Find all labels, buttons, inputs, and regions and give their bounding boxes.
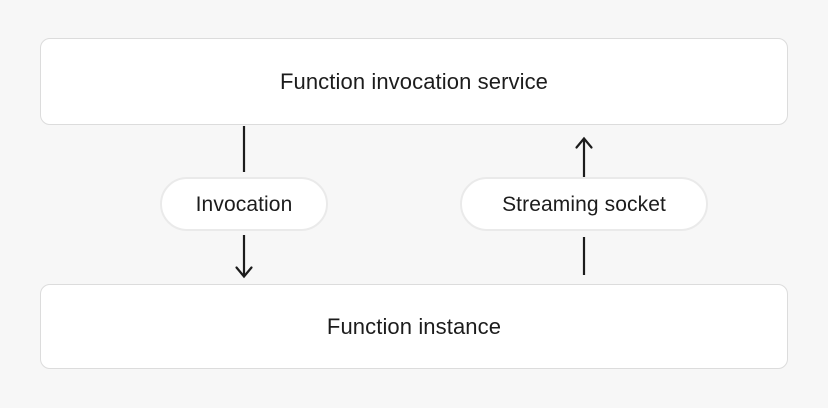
edge-instance-to-socket (576, 231, 592, 289)
edge-socket-to-service (570, 136, 598, 184)
node-label-function-invocation-service: Function invocation service (279, 68, 549, 94)
node-streaming-socket: Streaming socket (460, 177, 708, 231)
edge-service-to-invocation (236, 126, 252, 178)
edge-line-icon (242, 126, 246, 172)
edge-invocation-to-instance (230, 231, 258, 289)
node-label-function-instance: Function instance (326, 313, 502, 339)
arrow-down-icon (235, 235, 253, 279)
arrow-up-icon (575, 136, 593, 178)
node-function-instance: Function instance (40, 284, 788, 369)
edge-line-icon (582, 237, 586, 275)
node-label-invocation: Invocation (195, 192, 293, 216)
node-label-streaming-socket: Streaming socket (502, 192, 666, 216)
node-function-invocation-service: Function invocation service (40, 38, 788, 125)
node-invocation: Invocation (160, 177, 328, 231)
